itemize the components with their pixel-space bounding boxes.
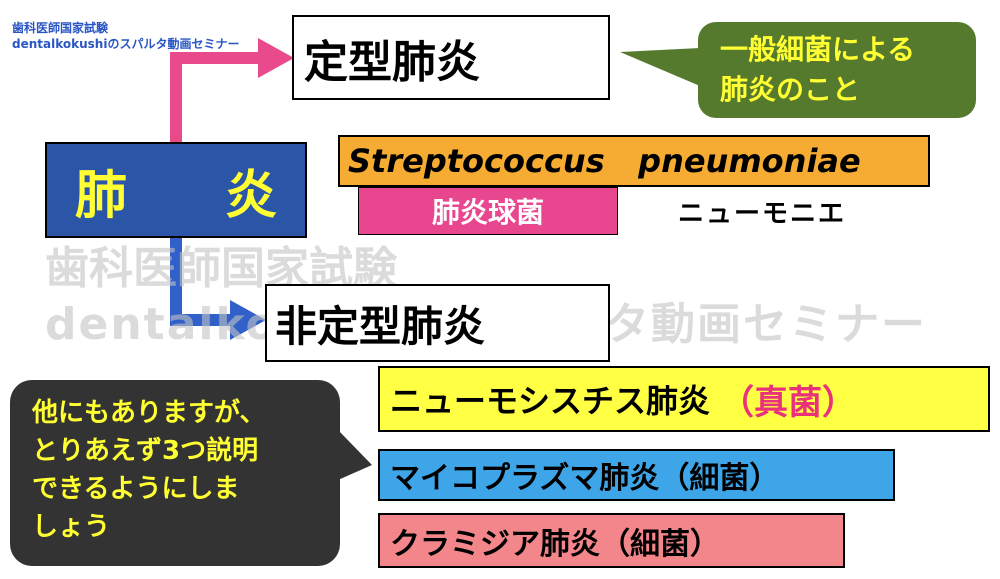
blue-arrow-stem <box>170 236 182 326</box>
blue-arrow-bar <box>170 314 236 326</box>
organism-latin: Streptococcus pneumoniae <box>348 142 861 180</box>
typical-note-bubble: 一般細菌による 肺炎のこと <box>698 22 976 118</box>
mycoplasma-box: マイコプラズマ肺炎（細菌） <box>378 449 895 501</box>
chlamydia-box: クラミジア肺炎（細菌） <box>378 513 845 568</box>
speech-line3: できるようにしま <box>32 474 240 504</box>
atypical-pneumonia-box: 非定型肺炎 <box>265 284 610 362</box>
blue-arrow-head <box>230 300 266 340</box>
typical-note-line2: 肺炎のこと <box>720 73 861 106</box>
pneumonia-char-1: 肺 <box>75 165 128 226</box>
dark-bubble-tail <box>338 430 372 480</box>
typical-pneumonia-box: 定型肺炎 <box>292 15 610 100</box>
typical-note-line1: 一般細菌による <box>720 33 916 66</box>
watermark-small-line1: 歯科医師国家試験 <box>12 21 109 35</box>
pink-arrow-bar <box>170 52 264 64</box>
organism-katakana: ニューモニエ <box>678 199 847 229</box>
pneumonia-char-2: 炎 <box>224 165 277 226</box>
speech-bubble: 他にもありますが、 とりあえず3つ説明 できるようにしま しょう <box>10 380 340 566</box>
green-bubble-tail <box>620 48 700 86</box>
pneumocystis-box: ニューモシスチス肺炎 （真菌） <box>378 366 990 432</box>
pneumonia-main-box: 肺 炎 <box>45 142 307 238</box>
watermark-small: 歯科医師国家試験 dentalkokushiのスパルタ動画セミナー <box>12 20 239 52</box>
pink-arrow-stem <box>170 52 182 144</box>
speech-line1: 他にもありますが、 <box>32 398 266 428</box>
pneumocystis-label: ニューモシスチス肺炎 <box>390 382 711 420</box>
speech-line4: しょう <box>32 512 111 542</box>
pink-arrow-head <box>258 38 294 78</box>
watermark-small-line2: dentalkokushiのスパルタ動画セミナー <box>12 37 240 51</box>
organism-latin-box: Streptococcus pneumoniae <box>338 135 930 187</box>
speech-line2: とりあえず3つ説明 <box>32 436 259 466</box>
organism-japanese-box: 肺炎球菌 <box>358 187 618 235</box>
pneumocystis-suffix: （真菌） <box>720 382 857 423</box>
